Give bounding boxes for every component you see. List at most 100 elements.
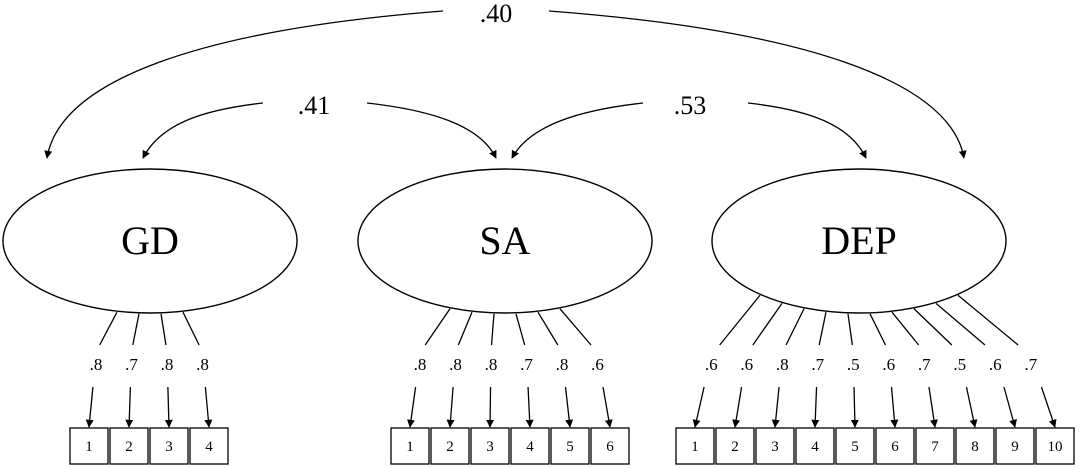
corr-arc-gd-sa-left [142,102,264,159]
indicator-sa-5: 5 [550,427,590,465]
loading-line-dep-4 [818,312,827,346]
loading-arrow-dep-10 [1040,386,1057,428]
corr-label-gd-sa: .41 [298,91,331,120]
loading-line-sa-4 [515,313,526,346]
loading-label-dep-6: .6 [882,355,895,374]
loading-label-gd-2: .7 [125,355,138,374]
indicator-box-dep-4 [795,427,835,465]
indicator-box-dep-6 [875,427,915,465]
indicator-label-dep-2: 2 [731,439,739,455]
corr-arc-gd-sa-right [366,102,497,159]
loading-label-dep-8: .5 [953,355,966,374]
indicator-box-dep-5 [835,427,875,465]
loading-line-dep-10 [957,294,1019,346]
indicator-box-dep-7 [915,427,955,465]
loading-label-sa-4: .7 [520,355,533,374]
indicator-dep-3: 3 [755,427,795,465]
indicator-box-gd-2 [109,427,149,465]
corr-arc-gd-dep-right [548,10,967,159]
loading-arrow-sa-1 [407,386,417,428]
loading-arrow-dep-4 [811,386,820,428]
indicator-sa-3: 3 [470,427,510,465]
indicator-label-sa-3: 3 [486,439,494,455]
loading-arrow-dep-2 [732,386,743,428]
loading-line-dep-2 [752,302,783,346]
loading-label-sa-3: .8 [485,355,498,374]
corr-arc-sa-dep-left [511,102,644,159]
factor-label-dep: DEP [821,218,897,263]
indicator-label-sa-6: 6 [606,439,614,455]
loading-label-gd-4: .8 [196,355,209,374]
indicator-box-sa-2 [430,427,470,465]
corr-label-gd-dep: .40 [480,0,513,28]
indicator-box-dep-1 [675,427,715,465]
indicator-box-sa-5 [550,427,590,465]
indicator-label-sa-5: 5 [566,439,574,455]
indicator-sa-2: 2 [430,427,470,465]
indicator-label-dep-9: 9 [1011,439,1019,455]
loading-line-dep-9 [935,302,986,346]
factor-ellipse-dep [711,168,1007,314]
indicator-label-sa-2: 2 [446,439,454,455]
loading-arrow-gd-1 [85,386,94,428]
loading-line-sa-3 [490,313,495,346]
loading-line-dep-6 [869,313,887,346]
loading-label-dep-4: .7 [811,355,824,374]
loading-arrow-sa-3 [486,386,495,428]
indicator-gd-4: 4 [189,427,229,465]
loading-arrow-dep-3 [771,386,780,428]
factor-dep: DEP [711,168,1007,314]
loading-label-dep-10: .7 [1024,355,1037,374]
correlation-labels: .40 .41 .53 [298,0,707,120]
factor-ellipse-sa [357,168,653,314]
indicator-box-dep-3 [755,427,795,465]
indicator-sa-1: 1 [390,427,430,465]
correlation-arrows [44,10,967,159]
indicator-dep-1: 1 [675,427,715,465]
loading-label-dep-9: .6 [989,355,1002,374]
indicator-box-dep-9 [995,427,1035,465]
indicator-box-gd-1 [69,427,109,465]
indicator-box-dep-10 [1035,427,1075,465]
loading-line-dep-7 [891,311,920,346]
loading-line-gd-1 [99,311,118,346]
loading-line-dep-8 [913,308,953,346]
loading-line-gd-4 [182,311,200,346]
loading-label-sa-5: .8 [556,355,569,374]
factor-ellipse-gd [2,168,298,314]
loading-paths: .8.7.8.8.8.8.8.7.8.6.6.6.8.7.5.6.7.5.6.7 [85,294,1057,428]
loading-line-dep-1 [719,294,761,346]
loading-arrow-gd-2 [125,386,134,428]
indicator-label-gd-3: 3 [165,439,173,455]
loading-arrow-sa-5 [564,386,574,428]
loading-arrow-sa-6 [602,386,613,428]
loading-label-gd-1: .8 [90,355,103,374]
indicator-sa-4: 4 [510,427,550,465]
factor-sa: SA [357,168,653,314]
indicator-dep-10: 10 [1035,427,1075,465]
factor-label-sa: SA [479,218,530,263]
loading-arrow-gd-4 [204,386,213,428]
indicator-sa-6: 6 [590,427,630,465]
loading-label-dep-7: .7 [918,355,931,374]
loading-label-dep-5: .5 [847,355,860,374]
indicator-label-sa-1: 1 [406,439,414,455]
indicator-label-dep-1: 1 [691,439,699,455]
indicator-label-dep-8: 8 [971,439,979,455]
indicator-box-gd-3 [149,427,189,465]
loading-line-dep-5 [847,313,853,346]
loading-line-gd-3 [160,313,167,346]
loading-label-dep-1: .6 [705,355,718,374]
indicator-label-gd-4: 4 [205,439,213,455]
indicator-box-sa-4 [510,427,550,465]
corr-arc-gd-dep-left [44,10,444,159]
indicator-box-dep-2 [715,427,755,465]
indicator-label-dep-6: 6 [891,439,899,455]
loading-arrow-dep-8 [965,386,978,428]
loading-line-dep-3 [785,308,805,346]
indicator-label-gd-1: 1 [85,439,93,455]
indicator-gd-2: 2 [109,427,149,465]
indicator-dep-2: 2 [715,427,755,465]
loading-label-sa-2: .8 [449,355,462,374]
indicator-dep-4: 4 [795,427,835,465]
